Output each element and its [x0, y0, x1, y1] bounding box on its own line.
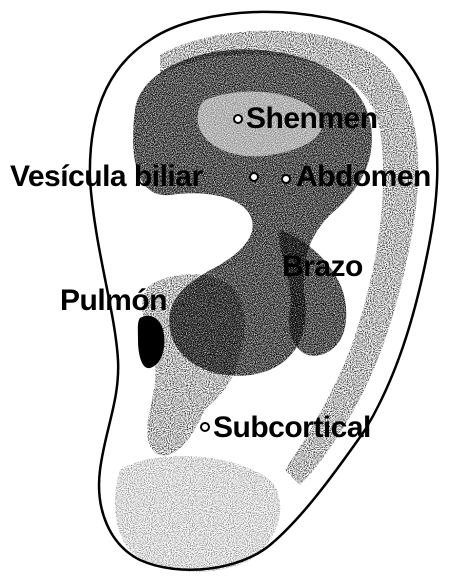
vesicula-biliar-marker: [249, 172, 259, 182]
earlobe: [115, 456, 280, 572]
shenmen-marker: [233, 114, 243, 124]
label-brazo: Brazo: [282, 252, 363, 282]
label-shenmen: Shenmen: [246, 104, 378, 134]
label-vesicula-biliar: Vesícula biliar: [10, 162, 203, 192]
abdomen-marker: [281, 174, 291, 184]
label-subcortical: Subcortical: [213, 413, 371, 443]
label-abdomen: Abdomen: [296, 162, 431, 192]
label-pulmon: Pulmón: [60, 286, 167, 316]
subcortical-marker: [200, 422, 210, 432]
